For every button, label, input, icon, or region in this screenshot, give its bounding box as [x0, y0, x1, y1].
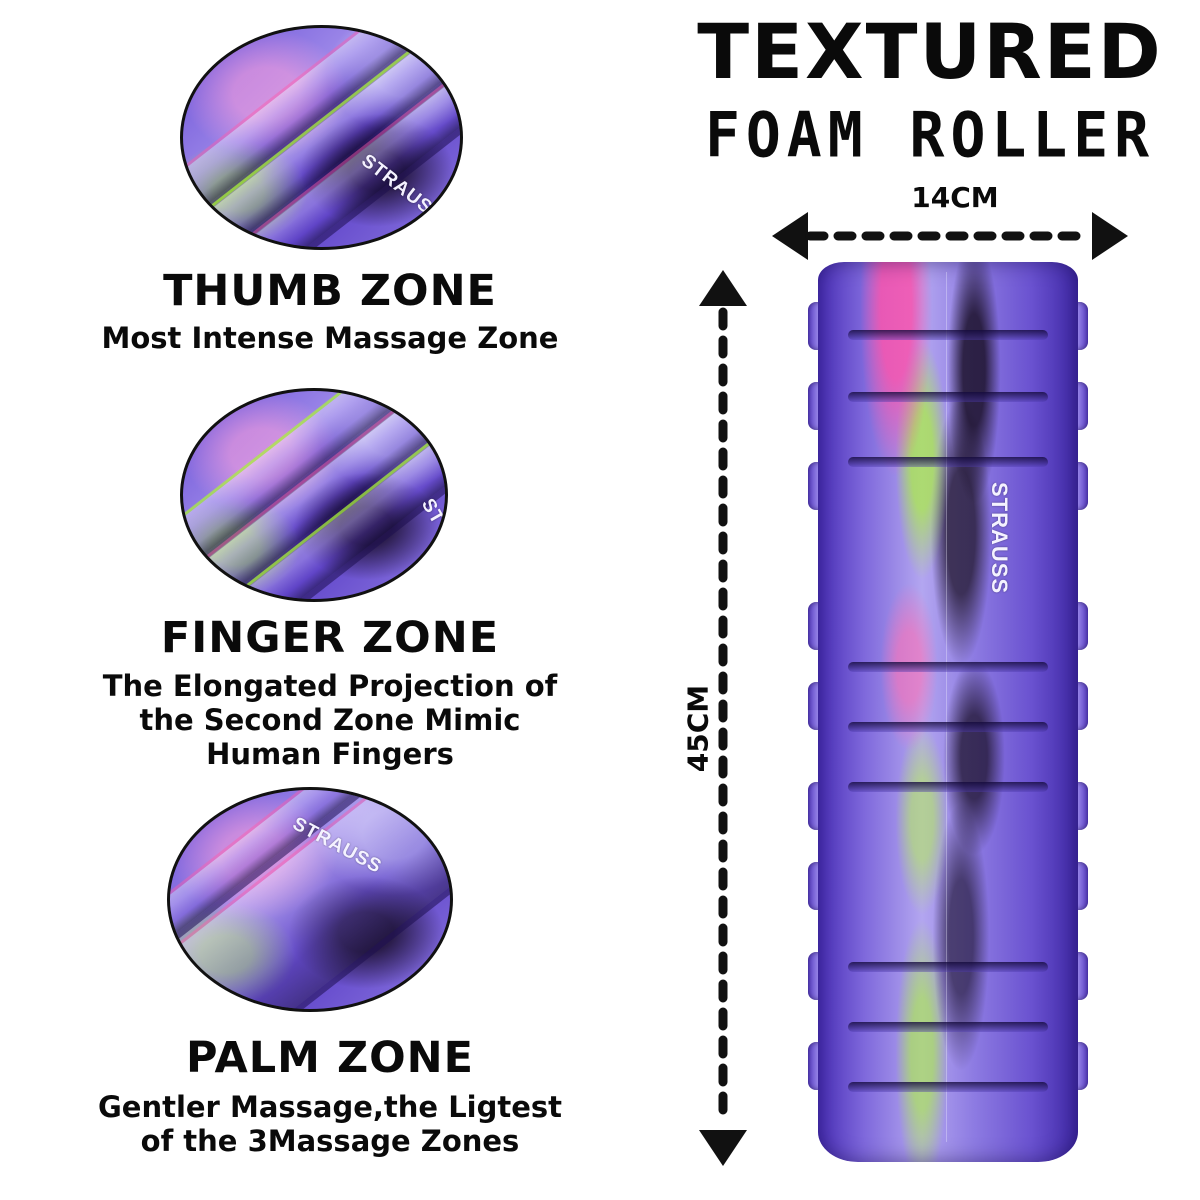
product-subtitle: FOAM ROLLER	[704, 98, 1156, 172]
thumb-zone-title: THUMB ZONE	[163, 266, 497, 316]
description-line: of the 3Massage Zones	[140, 1124, 520, 1158]
height-dimension-arrow-icon	[699, 270, 747, 1166]
finger-zone-closeup-image: ST	[180, 388, 448, 602]
description-line: Human Fingers	[206, 737, 454, 771]
width-dimension-label: 14CM	[911, 181, 999, 214]
width-dimension-arrow-icon	[772, 212, 1128, 260]
finger-zone-description: The Elongated Projection of the Second Z…	[20, 669, 640, 771]
description-line: the Second Zone Mimic	[139, 703, 521, 737]
foam-roller-image: STRAUSS	[808, 262, 1088, 1162]
description-line: Gentler Massage,the Ligtest	[97, 1090, 563, 1124]
description-line: The Elongated Projection of	[102, 669, 558, 703]
palm-zone-description: Gentler Massage,the Ligtest of the 3Mass…	[20, 1090, 640, 1158]
brand-logo: STRAUSS	[987, 482, 1012, 595]
palm-zone-closeup-image: STRAUSS	[167, 787, 453, 1012]
height-dimension-label: 45CM	[681, 684, 715, 773]
roller-body	[818, 262, 1078, 1162]
finger-zone-title: FINGER ZONE	[160, 613, 500, 663]
description-line: Most Intense Massage Zone	[101, 321, 559, 355]
thumb-zone-closeup-image: STRAUSS	[180, 25, 463, 250]
thumb-zone-description: Most Intense Massage Zone	[20, 321, 640, 355]
palm-zone-title: PALM ZONE	[185, 1033, 475, 1083]
product-title: TEXTURED	[697, 7, 1163, 96]
